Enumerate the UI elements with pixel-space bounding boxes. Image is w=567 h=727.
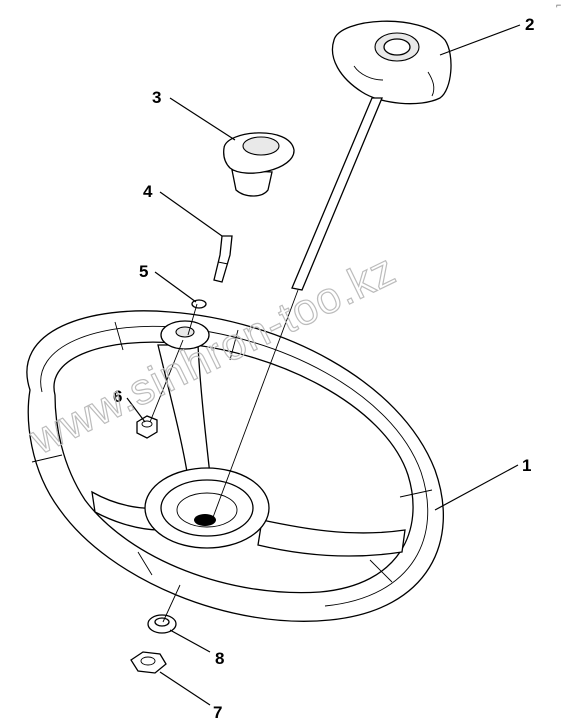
axis-line [149, 339, 184, 423]
knob [223, 132, 295, 197]
leader-line [154, 271, 197, 303]
part-label: 3 [152, 88, 161, 107]
center-hole [194, 514, 216, 526]
leader-line [159, 191, 223, 237]
center-cap-rod [291, 20, 452, 291]
axis-line [187, 303, 198, 336]
part-label: 7 [213, 703, 222, 722]
lower-nut [130, 651, 167, 674]
part-label: 4 [143, 182, 153, 201]
part-label: 2 [525, 15, 534, 34]
hub-nut [136, 415, 158, 439]
part-label: 1 [522, 456, 531, 475]
leader-line [126, 397, 146, 423]
leader-line [434, 464, 519, 511]
part-label: 5 [139, 262, 148, 281]
leader-line [169, 97, 236, 141]
axis-line [162, 584, 181, 623]
corner-mark: ⌐ [556, 0, 561, 10]
axis-line [211, 289, 299, 521]
shaft-pin [213, 235, 233, 283]
washer [147, 614, 177, 634]
leader-line [169, 629, 211, 653]
leader-line [439, 24, 521, 56]
steering-wheel [26, 310, 444, 622]
part-label: 8 [215, 649, 224, 668]
leader-line [159, 671, 211, 706]
part-label: 6 [113, 387, 122, 406]
